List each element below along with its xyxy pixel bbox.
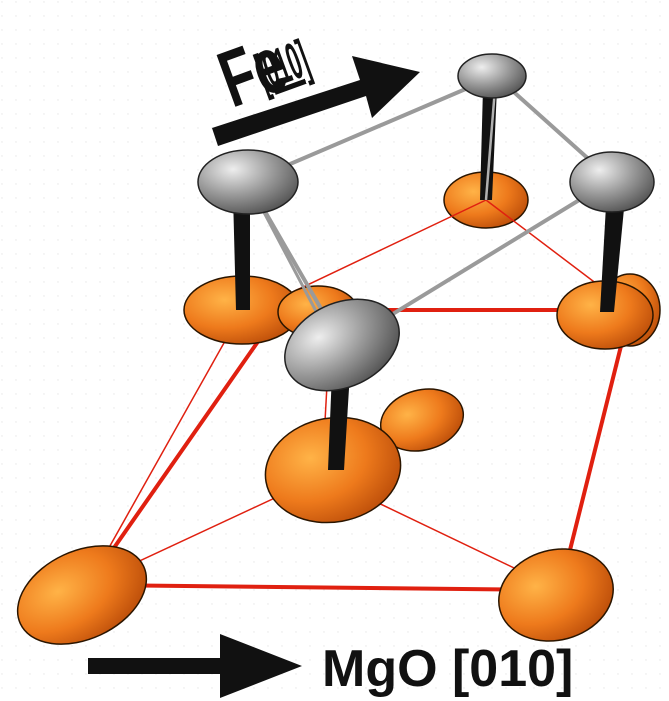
bond-right xyxy=(600,188,626,312)
bond-left xyxy=(233,195,250,310)
mgo-direction-label: MgO [010] xyxy=(322,640,573,698)
fe-direction-arrow xyxy=(212,56,420,146)
mgo-direction-arrow xyxy=(88,634,302,698)
mgo-front-atoms xyxy=(16,275,654,645)
fe-atom-front xyxy=(284,298,400,392)
fe-atom-left xyxy=(197,149,299,215)
bond-front xyxy=(328,372,350,470)
fe-atoms xyxy=(197,53,655,392)
mgo-direction-label-group: MgO [010] xyxy=(88,634,573,698)
fe-atom-right xyxy=(569,151,655,213)
mgo-atom-bottom-right xyxy=(498,548,614,642)
mgo-atom-bottom-left xyxy=(16,545,148,645)
fe-atom-top xyxy=(457,53,527,99)
